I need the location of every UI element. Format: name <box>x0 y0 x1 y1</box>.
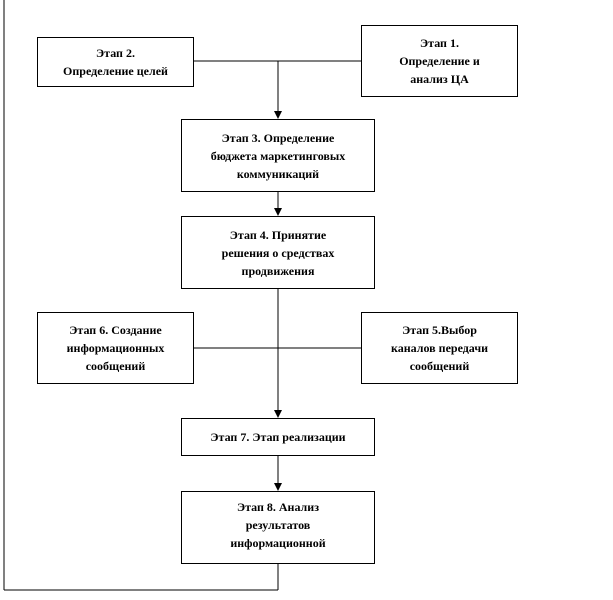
stage-6-box: Этап 6. Создание информационных сообщени… <box>37 312 194 384</box>
stage-4-label: Этап 4. Принятие решения о средствах про… <box>221 227 335 278</box>
stage-7-label: Этап 7. Этап реализации <box>210 430 346 444</box>
stage-6-label: Этап 6. Создание информационных сообщени… <box>66 323 165 373</box>
stage-5-box: Этап 5.Выбор каналов передачи сообщений <box>361 312 518 384</box>
stage-1-box: Этап 1. Определение и анализ ЦА <box>361 25 518 97</box>
stage-8-box: Этап 8. Анализ результатов информационно… <box>181 491 375 564</box>
stage-7-box: Этап 7. Этап реализации <box>181 418 375 456</box>
stage-1-label: Этап 1. Определение и анализ ЦА <box>399 36 480 86</box>
stage-5-label: Этап 5.Выбор каналов передачи сообщений <box>390 323 489 373</box>
stage-2-box: Этап 2. Определение целей <box>37 37 194 87</box>
stage-3-box: Этап 3. Определение бюджета маркетинговы… <box>181 119 375 192</box>
stage-2-label: Этап 2. Определение целей <box>63 46 168 78</box>
stage-8-label: Этап 8. Анализ результатов информационно… <box>230 500 326 550</box>
stage-4-box: Этап 4. Принятие решения о средствах про… <box>181 216 375 289</box>
stage-3-label: Этап 3. Определение бюджета маркетинговы… <box>210 130 346 181</box>
